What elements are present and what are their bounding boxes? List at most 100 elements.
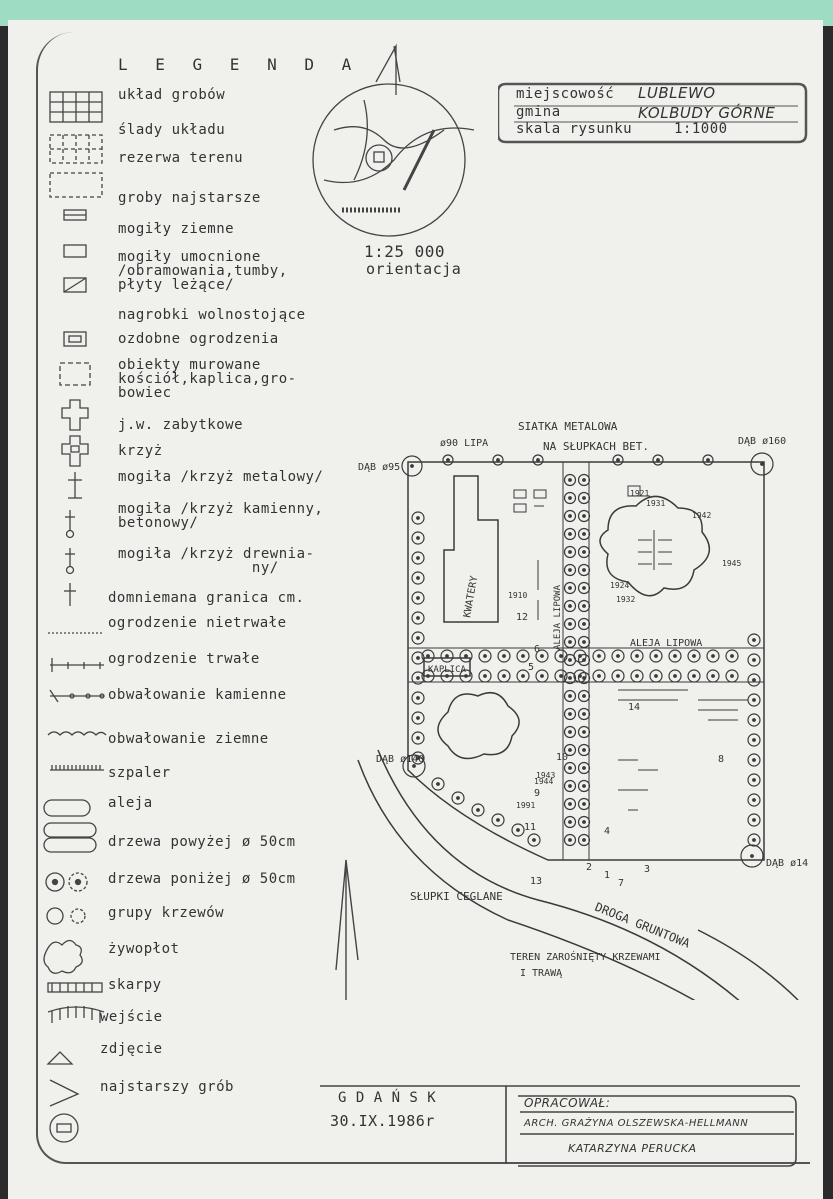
tree-lane-west xyxy=(563,707,577,721)
footer-date: 30.IX.1986r xyxy=(330,1112,435,1130)
hatched-rect-icon xyxy=(63,209,87,221)
tree-lane-east xyxy=(577,779,591,793)
title-block xyxy=(320,1085,800,1167)
tree-west-row-center xyxy=(416,616,420,620)
tree-lane-west-center xyxy=(568,766,572,770)
tree-east-row xyxy=(747,733,761,747)
tree-north-row xyxy=(702,454,714,466)
tree-road-row xyxy=(431,777,445,791)
tree-west-row-center xyxy=(416,696,420,700)
tree-lane-west-center xyxy=(568,478,572,482)
tree-avenue-north-center xyxy=(445,654,449,658)
tree-avenue-north-center xyxy=(502,654,506,658)
tree-avenue-north-center xyxy=(635,654,639,658)
tree-lane-east-center xyxy=(582,622,586,626)
tree-avenue-north-center xyxy=(483,654,487,658)
north-arrow-icon xyxy=(375,43,397,95)
tree-west-row xyxy=(411,511,425,525)
tree-lane-east-center xyxy=(582,496,586,500)
legend-label-wood-cross: mogiła /krzyż drewnia- ny/ xyxy=(118,546,315,576)
tree-road-row xyxy=(471,803,485,817)
tree-east-row xyxy=(747,693,761,707)
tree-avenue-south xyxy=(421,669,435,683)
grave-year: 1924 xyxy=(610,581,629,590)
tree-avenue-north-center xyxy=(654,654,658,658)
tree-east-row-center xyxy=(752,738,756,742)
tree-avenue-north-center xyxy=(597,654,601,658)
legend-label-church: obiekty murowane kościół,kaplica,gro- bo… xyxy=(118,357,297,401)
footer-city: G D A Ń S K xyxy=(338,1090,437,1106)
tree-avenue-south-center xyxy=(464,674,468,678)
tree-avenue-north xyxy=(725,649,739,663)
tree-lane-west-center xyxy=(568,532,572,536)
map-sheet: L E G E N D A xyxy=(8,20,823,1199)
tree-lane-west-center xyxy=(568,568,572,572)
tree-lane-east xyxy=(577,509,591,523)
tree-avenue-south xyxy=(440,669,454,683)
plan-tree-w1: DĄB ø95 xyxy=(358,462,400,473)
tree-avenue-north xyxy=(478,649,492,663)
orientation-label: orientacja xyxy=(366,260,462,278)
tree-lane-east-center xyxy=(582,550,586,554)
legend-label-rect: mogiły ziemne xyxy=(118,221,235,237)
tree-avenue-south xyxy=(554,669,568,683)
photo-number: 11 xyxy=(524,822,536,833)
tree-west-row-center xyxy=(416,516,420,520)
tree-lane-west-center xyxy=(568,784,572,788)
tree-avenue-south-center xyxy=(540,674,544,678)
grave-year: 1910 xyxy=(508,591,527,600)
tree-avenue-south xyxy=(535,669,549,683)
legend-label-grid: układ grobów xyxy=(118,87,226,103)
plan-avenue-1: ALEJA LIPOWA xyxy=(553,584,563,650)
tree-avenue-north-center xyxy=(521,654,525,658)
tree-lane-east-center xyxy=(582,820,586,824)
tree-west-row-center xyxy=(416,736,420,740)
legend-label-small-tree: drzewa poniżej ø 50cm xyxy=(108,871,296,887)
hedge-icon xyxy=(47,982,103,993)
tree-west-row-center xyxy=(416,676,420,680)
grave-year: 1944 xyxy=(534,777,553,786)
tree-east-row xyxy=(747,713,761,727)
tree-avenue-south xyxy=(706,669,720,683)
tree-lane-west xyxy=(563,833,577,847)
tree-west-row xyxy=(411,731,425,745)
photo-number: 12 xyxy=(516,612,528,623)
tree-lane-west xyxy=(563,689,577,703)
footer-prepared-label: OPRACOWAŁ: xyxy=(524,1096,611,1110)
tree-east-row xyxy=(747,653,761,667)
tree-avenue-north xyxy=(421,649,435,663)
temp-fence-icon xyxy=(50,658,104,672)
tree-north-row xyxy=(442,454,454,466)
tree-oak-ne-center xyxy=(760,462,764,466)
scale-arrow xyxy=(335,859,359,1000)
tree-north-row-center xyxy=(706,458,710,462)
tree-avenue-north-center xyxy=(464,654,468,658)
tree-lane-west xyxy=(563,599,577,613)
tree-lane-east xyxy=(577,473,591,487)
photo-number: 10 xyxy=(556,752,568,763)
tree-east-row-center xyxy=(752,718,756,722)
tree-oak-se-center xyxy=(750,854,754,858)
legend-label-temp-fence: ogrodzenie nietrwałe xyxy=(108,615,287,631)
tree-lane-west-center xyxy=(568,694,572,698)
legend-label-avenue: aleja xyxy=(108,795,153,811)
tree-oak-w xyxy=(402,754,426,778)
tree-lane-east xyxy=(577,761,591,775)
tree-avenue-north xyxy=(516,649,530,663)
tree-lane-east xyxy=(577,545,591,559)
sheet-frame xyxy=(36,32,810,1164)
tree-avenue-north-center xyxy=(692,654,696,658)
tree-road-row-center xyxy=(532,838,536,842)
tree-lane-east xyxy=(577,635,591,649)
tree-avenue-south xyxy=(649,669,663,683)
legend-label-cross: krzyż xyxy=(118,443,163,459)
plan-overgrown-2: I TRAWĄ xyxy=(520,968,563,979)
tree-west-row-center xyxy=(416,536,420,540)
tree-east-row-center xyxy=(752,698,756,702)
grave-year: 1945 xyxy=(722,559,741,568)
tree-east-row xyxy=(747,813,761,827)
legend-label-oldest-grave: najstarszy grób xyxy=(100,1079,234,1095)
tree-road-row-center xyxy=(496,818,500,822)
tree-avenue-north xyxy=(706,649,720,663)
hedgerow-icon xyxy=(43,799,91,817)
